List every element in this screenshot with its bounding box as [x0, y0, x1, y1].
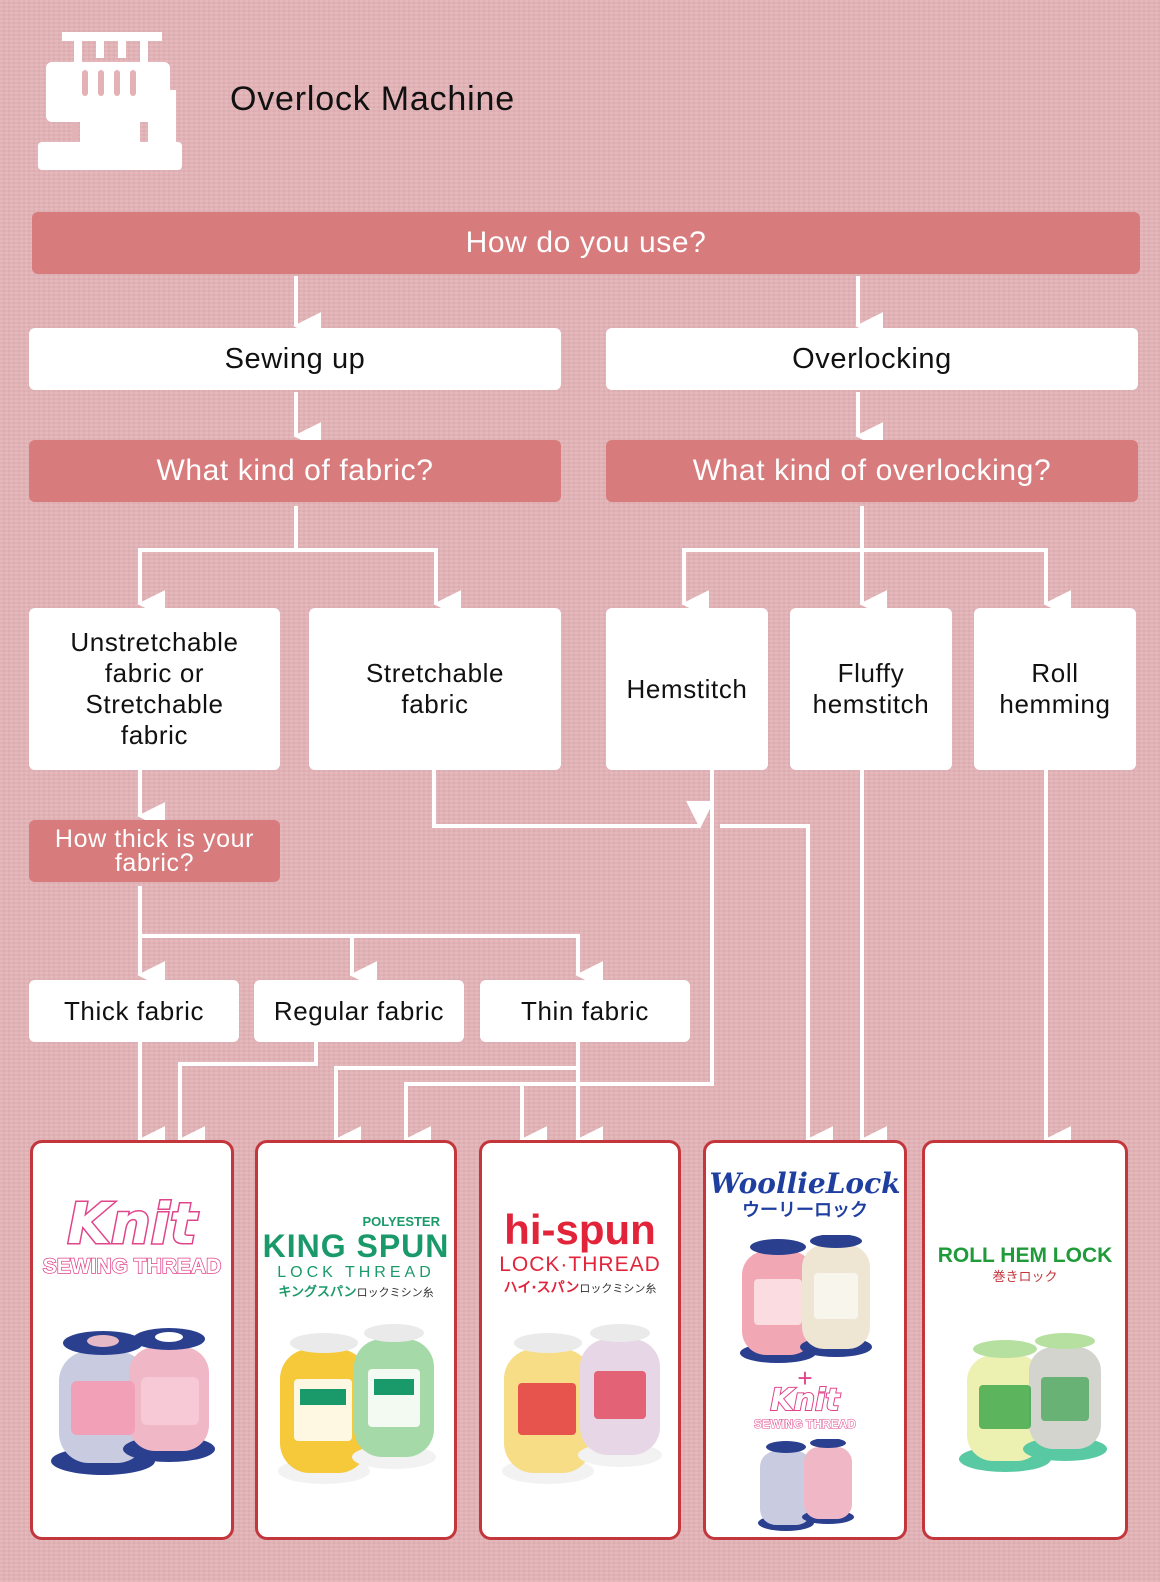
knit-small-logo: Knit SEWING THREAD — [754, 1383, 857, 1432]
hi-spun-spools-image — [502, 1324, 662, 1484]
thin-fabric-option[interactable]: Thin fabric — [480, 980, 690, 1042]
stretchable-fabric-option[interactable]: Stretchable fabric — [309, 608, 561, 770]
knit-logo: Knit SEWING THREAD — [42, 1192, 222, 1279]
product-knit-card[interactable]: Knit SEWING THREAD — [30, 1140, 234, 1540]
how-do-you-use-question: How do you use? — [32, 212, 1140, 274]
roll-hem-lock-logo: ROLL HEM LOCK 巻きロック — [937, 1244, 1113, 1285]
product-king-spun-card[interactable]: POLYESTER KING SPUN LOCK THREAD キングスパンロッ… — [255, 1140, 457, 1540]
regular-fabric-option[interactable]: Regular fabric — [254, 980, 464, 1042]
plus-sign: + — [797, 1363, 813, 1393]
king-spun-spools-image — [278, 1324, 436, 1484]
woollie-lock-logo: WoollieLock ウーリーロック — [709, 1167, 901, 1222]
product-hi-spun-card[interactable]: hi-spun LOCK·THREAD ハイ·スパンロックミシン糸 — [479, 1140, 681, 1540]
sewing-up-option[interactable]: Sewing up — [29, 328, 561, 390]
page-title: Overlock Machine — [230, 80, 515, 118]
product-roll-hem-lock-card[interactable]: ROLL HEM LOCK 巻きロック — [922, 1140, 1128, 1540]
overlocking-option[interactable]: Overlocking — [606, 328, 1138, 390]
unstretchable-fabric-option[interactable]: Unstretchable fabric or Stretchable fabr… — [29, 608, 280, 770]
hemstitch-option[interactable]: Hemstitch — [606, 608, 768, 770]
fluffy-hemstitch-option[interactable]: Fluffy hemstitch — [790, 608, 952, 770]
roll-hemming-option[interactable]: Roll hemming — [974, 608, 1136, 770]
woollie-lock-spools-image — [740, 1235, 872, 1363]
fabric-kind-question: What kind of fabric? — [29, 440, 561, 502]
knit-small-spools-image — [758, 1439, 854, 1531]
roll-hem-lock-spools-image — [959, 1333, 1107, 1472]
overlocking-kind-question: What kind of overlocking? — [606, 440, 1138, 502]
hi-spun-logo: hi-spun LOCK·THREAD ハイ·スパンロックミシン糸 — [499, 1206, 661, 1297]
fabric-thickness-question: How thick is your fabric? — [29, 820, 280, 882]
knit-spools-image — [51, 1328, 215, 1475]
product-woollie-lock-card[interactable]: WoollieLock ウーリーロック + Knit SEWING THREAD — [703, 1140, 907, 1540]
thick-fabric-option[interactable]: Thick fabric — [29, 980, 239, 1042]
king-spun-logo: POLYESTER KING SPUN LOCK THREAD キングスパンロッ… — [262, 1214, 450, 1301]
overlock-machine-icon — [38, 32, 182, 170]
